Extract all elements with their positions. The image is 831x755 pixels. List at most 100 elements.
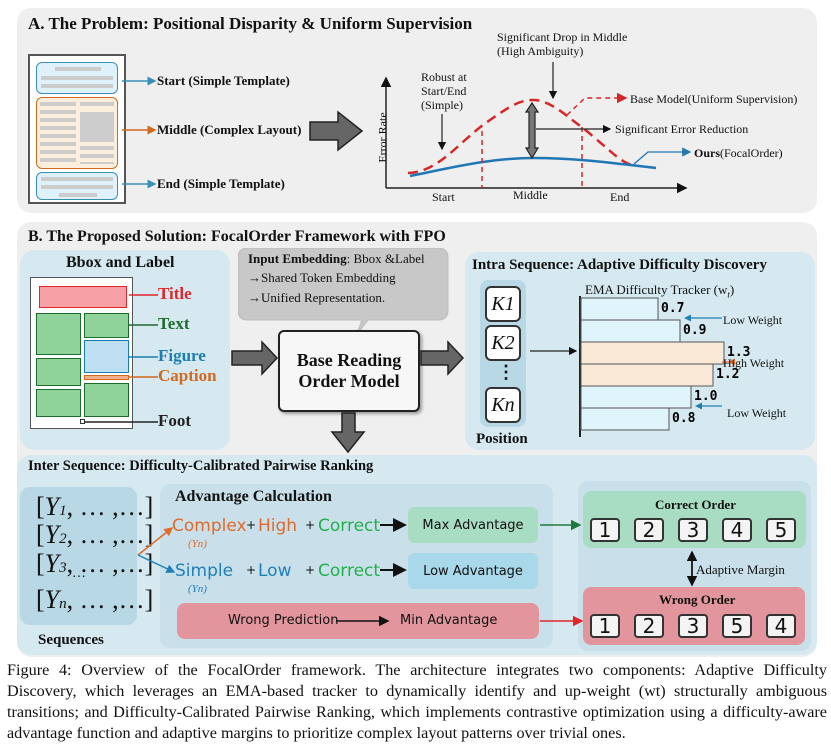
base-reading-order-model: Base Reading Order Model xyxy=(278,330,420,412)
correct-order-item: 4 xyxy=(722,518,752,542)
document-thumbnail xyxy=(28,54,126,204)
legend-ours: Ours(FocalOrder) xyxy=(694,146,783,161)
legend-ours-bold: Ours xyxy=(694,146,721,160)
correct-order-item: 3 xyxy=(678,518,708,542)
sequence-ellipsis: … xyxy=(72,566,86,581)
annotation-drop-line2: (High Ambiguity) xyxy=(497,44,584,58)
position-k2: K2 xyxy=(485,325,521,361)
correct-order-item: 5 xyxy=(766,518,796,542)
bbox-text-5 xyxy=(84,383,129,417)
embedding-bold: Input Embedding xyxy=(248,251,347,266)
ema-bar xyxy=(580,385,692,409)
section-b-title: B. The Proposed Solution: FocalOrder Fra… xyxy=(28,228,446,245)
label-figure: Figure xyxy=(158,346,206,365)
plus-4: + xyxy=(305,563,316,577)
label-foot: Foot xyxy=(158,411,192,430)
position-label: Position xyxy=(476,431,528,447)
embedding-bubble xyxy=(238,248,449,337)
ema-bar-label: 1.3 xyxy=(727,345,750,360)
label-caption: Caption xyxy=(158,366,217,385)
x-tick-start: Start xyxy=(432,190,455,204)
max-advantage-label: Max Advantage xyxy=(422,517,524,533)
word-high: High xyxy=(258,516,298,536)
wrong-prediction-label: Wrong Prediction xyxy=(228,613,339,628)
tracker-subscript: t xyxy=(727,289,730,300)
annotation-low-weight-2: Low Weight xyxy=(727,406,787,420)
section-a-title: A. The Problem: Positional Disparity & U… xyxy=(28,14,473,33)
ema-bar xyxy=(580,319,681,343)
annotation-robust-line2: Start/End xyxy=(421,84,467,98)
advantage-title: Advantage Calculation xyxy=(175,488,332,505)
embedding-rest: : Bbox &Label xyxy=(346,251,425,266)
annotated-page xyxy=(30,277,133,429)
arrowhead-icon xyxy=(684,314,691,322)
ema-bar-label: 1.0 xyxy=(694,389,718,404)
bbox-label-connectors xyxy=(85,294,279,423)
kn-label: Kn xyxy=(491,393,515,416)
arrow-into-model xyxy=(231,340,279,376)
ema-weight-chart: 0.70.91.31.21.00.8 xyxy=(530,296,750,437)
position-kn: Kn xyxy=(485,387,521,423)
embedding-line3: →Unified Representation. xyxy=(248,290,386,305)
tracker-title-text: EMA Difficulty Tracker (w xyxy=(585,282,728,297)
x-tick-middle: Middle xyxy=(513,188,548,202)
position-ellipsis: ⋮ xyxy=(497,362,515,382)
ema-bar-label: 1.2 xyxy=(716,367,739,382)
inter-title: Inter Sequence: Difficulty-Calibrated Pa… xyxy=(28,458,374,474)
bbox-panel-title: Bbox and Label xyxy=(66,254,175,271)
correct-order-item: 1 xyxy=(590,518,620,542)
adaptive-margin-label: Adaptive Margin xyxy=(696,562,785,577)
arrow-to-inter xyxy=(330,412,366,454)
x-tick-end: End xyxy=(610,190,630,204)
ema-bar-label: 0.9 xyxy=(683,323,706,338)
region-label-end: End (Simple Template) xyxy=(157,176,285,191)
correct-order-item: 2 xyxy=(634,518,664,542)
bbox-title xyxy=(39,286,127,308)
max-advantage-box: Max Advantage xyxy=(408,507,538,543)
plus-2: + xyxy=(305,518,316,532)
legend-base-model: Base Model(Uniform Supervision) xyxy=(630,92,798,106)
annotation-robust-line1: Robust at xyxy=(421,70,467,84)
bbox-text-3 xyxy=(36,358,81,386)
ema-bar-label: 0.7 xyxy=(661,301,684,316)
region-connectors xyxy=(122,76,364,189)
word-simple: Simple xyxy=(175,561,234,581)
ema-bar xyxy=(580,297,659,321)
ema-bar xyxy=(580,407,670,431)
annotation-drop-line1: Significant Drop in Middle xyxy=(497,30,628,44)
model-line2: Order Model xyxy=(298,371,400,391)
sequence-item: [Y1, … ,…] xyxy=(36,492,154,521)
plus-3: + xyxy=(246,563,257,577)
region-start xyxy=(36,62,118,94)
model-line1: Base Reading xyxy=(296,350,402,370)
bbox-figure xyxy=(84,340,129,373)
ours-curve xyxy=(409,156,657,178)
region-middle xyxy=(36,97,118,169)
ema-bar xyxy=(580,363,714,387)
section-a-panel xyxy=(17,8,817,213)
wrong-order-title: Wrong Order xyxy=(659,592,736,607)
complex-subscript: (Yn) xyxy=(188,538,207,550)
word-complex: Complex xyxy=(172,516,247,536)
wrong-order-item: 5 xyxy=(722,614,752,638)
base-model-curve xyxy=(407,98,633,175)
model-output-arrows xyxy=(330,340,465,454)
low-advantage-box: Low Advantage xyxy=(408,553,538,589)
sequence-item: [Y3, … ,…] xyxy=(36,549,154,578)
legend-ours-rest: (FocalOrder) xyxy=(720,146,783,160)
k2-label: K2 xyxy=(491,331,515,354)
ema-bar xyxy=(580,341,725,365)
figure-caption: Figure 4: Overview of the FocalOrder fra… xyxy=(7,661,827,742)
region-end xyxy=(36,172,118,200)
wrong-order-item: 1 xyxy=(590,614,620,638)
bbox-foot xyxy=(80,419,85,424)
sequence-item: [Yn, … ,…] xyxy=(36,585,154,614)
annotation-low-weight-1: Low Weight xyxy=(723,313,783,327)
correct-order-title: Correct Order xyxy=(655,497,736,512)
word-low: Low xyxy=(258,561,292,581)
arrowhead-icon xyxy=(728,358,735,366)
low-advantage-label: Low Advantage xyxy=(423,563,523,579)
big-right-arrow xyxy=(309,110,364,152)
tracker-title: EMA Difficulty Tracker (wt) xyxy=(585,282,735,300)
min-advantage-label: Min Advantage xyxy=(400,613,498,628)
